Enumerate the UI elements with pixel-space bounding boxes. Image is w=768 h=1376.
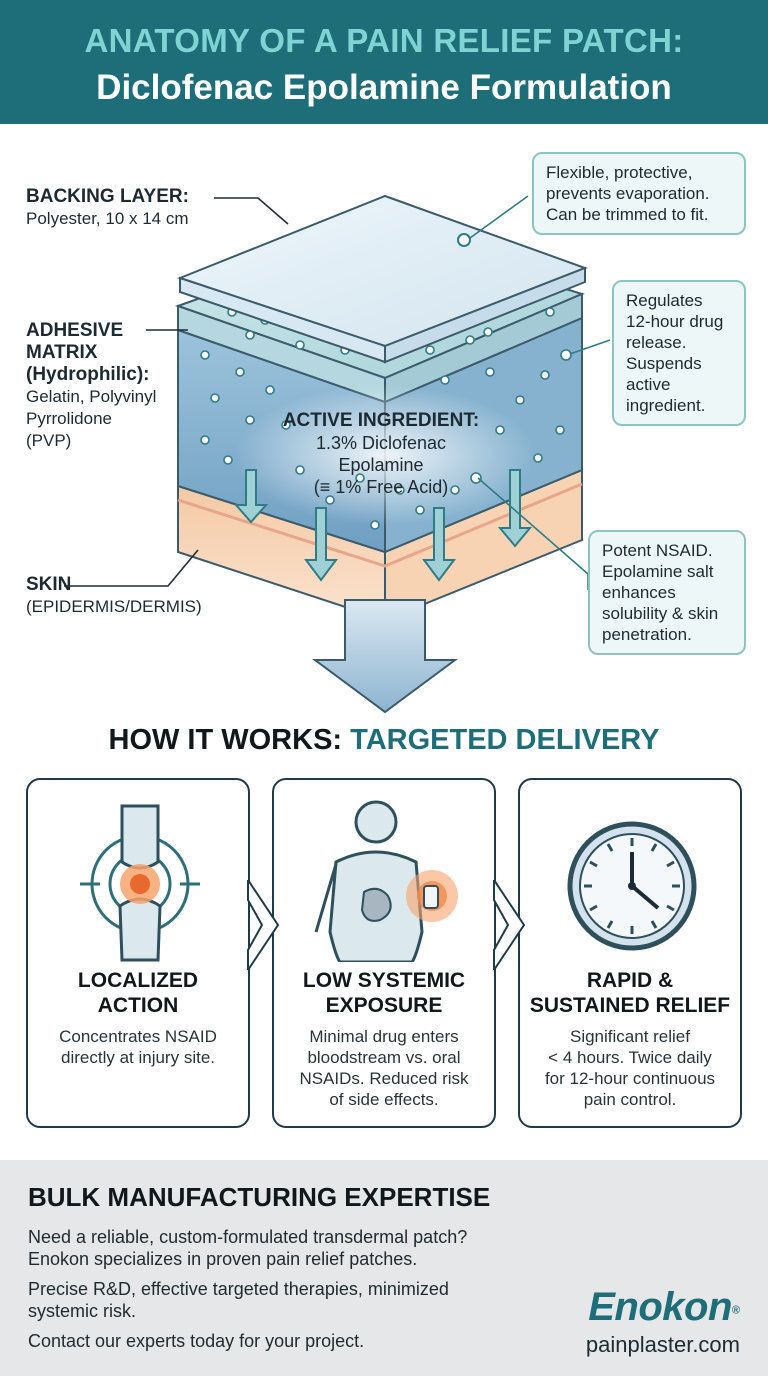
callout-line: ingredient. (626, 396, 706, 415)
callout-line: Suspends (626, 354, 702, 373)
backing-layer-label: BACKING LAYER: Polyester, 10 x 14 cm (26, 186, 189, 230)
footer-paragraph: Contact our experts today for your proje… (28, 1330, 518, 1352)
active-line: 1.3% Diclofenac (315, 433, 447, 453)
callout-line: release. (626, 333, 687, 352)
adhesive-desc-line: Pyrrolidone (26, 409, 112, 428)
footer-line: systemic risk. (28, 1301, 136, 1321)
callout-line: prevents evaporation. (546, 184, 710, 203)
how-it-works-title: HOW IT WORKS: TARGETED DELIVERY (0, 724, 768, 757)
card-desc-line: of side effects. (329, 1090, 439, 1109)
callout-line: Can be trimmed to fit. (546, 205, 709, 224)
how-title-prefix: HOW IT WORKS: (108, 724, 351, 756)
title-line-1: ANATOMY OF A PAIN RELIEF PATCH: (84, 22, 684, 59)
callout-line: 12-hour drug (626, 312, 724, 331)
card-title: LOCALIZED ACTION (36, 968, 240, 1018)
patch-diagram: BACKING LAYER: Polyester, 10 x 14 cm ADH… (0, 124, 768, 724)
adhesive-title-line: MATRIX (26, 342, 98, 363)
enokon-logo[interactable]: Enokon® painplaster.com (586, 1285, 740, 1358)
body-patch-icon (314, 800, 458, 962)
backing-layer (177, 194, 588, 364)
card-desc-line: directly at injury site. (61, 1048, 215, 1067)
skin-label: SKIN (EPIDERMIS/DERMIS) (26, 574, 202, 618)
diffusion-arrows (233, 469, 533, 582)
card-localized-action: LOCALIZED ACTION Concentrates NSAID dire… (26, 778, 250, 1128)
backing-title: BACKING LAYER: (26, 186, 189, 207)
card-desc-line: for 12-hour continuous (544, 1069, 716, 1088)
card-desc-line: Concentrates NSAID (59, 1027, 217, 1046)
callout-line: solubility & skin (602, 604, 719, 623)
footer-line: Enokon specializes in proven pain relief… (28, 1249, 418, 1269)
card-title-line: LOCALIZED (77, 969, 199, 992)
card-desc-line: pain control. (583, 1090, 677, 1109)
backing-callout: Flexible, protective, prevents evaporati… (532, 152, 746, 235)
active-title: ACTIVE INGREDIENT: (282, 410, 480, 431)
skin-title: SKIN (26, 574, 72, 595)
skin-desc: (EPIDERMIS/DERMIS) (26, 597, 202, 616)
footer-line: Need a reliable, custom-formulated trans… (28, 1227, 468, 1247)
footer-paragraph: Need a reliable, custom-formulated trans… (28, 1226, 518, 1270)
adhesive-desc-line: Gelatin, Polyvinyl (26, 387, 157, 406)
active-callout: Potent NSAID. Epolamine salt enhances so… (588, 530, 746, 655)
footer-paragraph: Precise R&D, effective targeted therapie… (28, 1278, 518, 1322)
callout-line: Flexible, protective, (546, 163, 693, 182)
card-desc: Significant relief < 4 hours. Twice dail… (530, 1026, 730, 1110)
card-desc: Minimal drug enters bloodstream vs. oral… (284, 1026, 484, 1110)
card-rapid-relief: RAPID & SUSTAINED RELIEF Significant rel… (518, 778, 742, 1128)
callout-line: active (626, 375, 671, 394)
adhesive-matrix-label: ADHESIVE MATRIX (Hydrophilic): Gelatin, … (26, 320, 156, 452)
footer-title: BULK MANUFACTURING EXPERTISE (28, 1182, 491, 1212)
footer-section: BULK MANUFACTURING EXPERTISE Need a reli… (0, 1160, 768, 1376)
website-link[interactable]: painplaster.com (585, 1332, 740, 1357)
active-line: Epolamine (338, 455, 424, 475)
callout-line: Epolamine salt (602, 562, 714, 581)
chevron-right-icon (247, 880, 280, 970)
active-line: (≡ 1% Free Acid) (313, 477, 449, 497)
brand-name: Enokon (588, 1285, 732, 1329)
title-line-2: Diclofenac Epolamine Formulation (96, 68, 672, 107)
clock-icon (567, 821, 697, 951)
card-desc-line: Significant relief (569, 1027, 690, 1046)
card-title-line: SUSTAINED RELIEF (529, 994, 731, 1017)
footer-line: Precise R&D, effective targeted therapie… (28, 1279, 449, 1299)
adhesive-desc-line: (PVP) (26, 431, 72, 450)
card-title-line: ACTION (97, 994, 179, 1017)
adhesive-title-line: (Hydrophilic): (26, 364, 150, 385)
card-desc-line: NSAIDs. Reduced risk (299, 1069, 469, 1088)
callout-line: Regulates (626, 291, 703, 310)
callout-line: Potent NSAID. (602, 541, 713, 560)
card-desc-line: bloodstream vs. oral (307, 1048, 461, 1067)
knee-joint-icon (80, 804, 200, 962)
active-ingredient-label: ACTIVE INGREDIENT: 1.3% Diclofenac Epola… (256, 410, 506, 498)
patch-layers-illustration (64, 194, 611, 714)
chevron-right-icon (493, 880, 526, 970)
callout-line: penetration. (602, 625, 692, 644)
adhesive-title-line: ADHESIVE (26, 320, 124, 341)
delivery-arrow-icon (311, 599, 459, 714)
card-title-line: RAPID & (586, 969, 674, 992)
callout-line: enhances (602, 583, 676, 602)
matrix-callout: Regulates 12-hour drug release. Suspends… (612, 280, 746, 426)
card-desc: Concentrates NSAID directly at injury si… (38, 1026, 238, 1068)
header-banner: ANATOMY OF A PAIN RELIEF PATCH: Diclofen… (0, 0, 768, 124)
card-desc-line: Minimal drug enters (309, 1027, 459, 1046)
card-title: LOW SYSTEMIC EXPOSURE (282, 968, 486, 1018)
backing-desc: Polyester, 10 x 14 cm (26, 209, 189, 228)
card-title: RAPID & SUSTAINED RELIEF (528, 968, 732, 1018)
card-title-line: EXPOSURE (325, 994, 443, 1017)
card-low-systemic-exposure: LOW SYSTEMIC EXPOSURE Minimal drug enter… (272, 778, 496, 1128)
card-title-line: LOW SYSTEMIC (302, 969, 466, 992)
how-title-accent: TARGETED DELIVERY (350, 724, 660, 756)
card-desc-line: < 4 hours. Twice daily (548, 1048, 712, 1067)
registered-mark: ® (731, 1304, 740, 1317)
footer-line: Contact our experts today for your proje… (28, 1331, 365, 1351)
